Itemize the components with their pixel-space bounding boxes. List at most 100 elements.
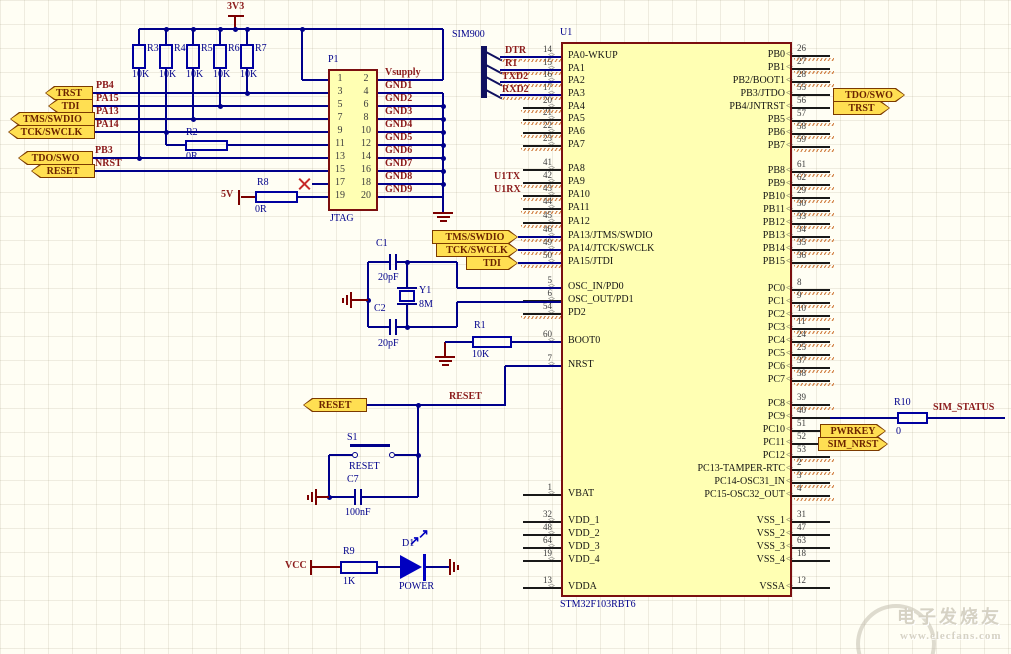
wire: [219, 69, 221, 106]
wire: [523, 195, 561, 197]
wire: [298, 196, 328, 198]
pin-number: 34: [797, 224, 806, 234]
wire: [792, 171, 830, 173]
pin-name: PB4/JNTRST: [729, 101, 785, 112]
pin-number: 11: [797, 316, 806, 326]
pin-name: PC8: [767, 398, 785, 409]
pin-number: 42: [543, 170, 552, 180]
pin-number: 58: [797, 121, 806, 131]
junction-dot: [217, 26, 223, 32]
wire: [792, 521, 830, 523]
pin-name: BOOT0: [568, 335, 601, 346]
wire: [352, 299, 368, 301]
net-label: DTR: [505, 45, 527, 56]
erc-squiggle-mark: [521, 84, 561, 87]
resistor-value: 10K: [186, 69, 204, 80]
pin-name: PB15: [762, 256, 785, 267]
wire: [166, 144, 185, 146]
port-tdi-mcu-label: TDI: [467, 257, 517, 269]
pin-number: 27: [797, 56, 806, 66]
erc-squiggle-mark: [794, 123, 834, 126]
pin-direction-icon: <>: [548, 102, 555, 110]
pin-name: PC3: [767, 322, 785, 333]
erc-squiggle-mark: [794, 331, 834, 334]
erc-squiggle-mark: [521, 252, 561, 255]
wire: [138, 29, 140, 44]
junction-dot: [163, 129, 169, 135]
wire: [378, 183, 443, 185]
jtag-pin-number: 3: [337, 86, 343, 97]
ground-symbol: [311, 492, 313, 502]
wire: [165, 29, 167, 44]
pin-name: PC5: [767, 348, 785, 359]
erc-squiggle-mark: [794, 71, 834, 74]
wire: [792, 133, 830, 135]
led-name: POWER: [399, 581, 434, 592]
pin-direction-icon: <>: [548, 336, 555, 344]
net-label: GND9: [385, 184, 413, 195]
led-light-arrow-icon: ↗: [418, 526, 429, 541]
wire: [361, 496, 418, 498]
wire: [512, 341, 561, 343]
wire: [192, 29, 194, 44]
pin-direction-icon: <>: [786, 412, 793, 420]
pin-direction-icon: <>: [786, 464, 793, 472]
pin-name: PC13-TAMPER-RTC: [697, 463, 786, 474]
port-reset: RESET: [31, 164, 95, 178]
wire: [95, 131, 328, 133]
pin-number: 40: [797, 405, 806, 415]
erc-squiggle-mark: [794, 226, 834, 229]
pin-name: OSC_IN/PD0: [568, 281, 624, 292]
wire: [792, 184, 830, 186]
resistor-r1: [472, 336, 512, 348]
pin-name: PA8: [568, 163, 585, 174]
wire: [523, 132, 561, 134]
port-tck-swclk-mcu: TCK/SWCLK: [436, 243, 518, 257]
erc-squiggle-mark: [794, 459, 834, 462]
jtag-pin-number: 19: [335, 190, 345, 201]
erc-squiggle-mark: [500, 97, 522, 100]
junction-dot: [190, 116, 196, 122]
pin-direction-icon: <>: [548, 127, 555, 135]
switch-s1-terminal: [352, 452, 358, 458]
erc-squiggle-mark: [794, 58, 834, 61]
wire: [792, 417, 830, 419]
wire: [792, 236, 830, 238]
wire: [378, 170, 443, 172]
resistor-ref: R10: [894, 397, 911, 408]
resistor-r3: [132, 44, 146, 69]
resistor-ref: R8: [257, 177, 269, 188]
net-label: PB3: [95, 145, 113, 156]
pin-name: PB7: [767, 140, 785, 151]
wire: [389, 319, 391, 335]
ground-symbol: [439, 220, 447, 222]
pin-direction-icon: <>: [548, 555, 555, 563]
pin-name: PA3: [568, 88, 585, 99]
pin-name: PA15/JTDI: [568, 256, 614, 267]
pin-direction-icon: <>: [786, 284, 793, 292]
pin-direction-icon: <>: [786, 349, 793, 357]
pin-number: 38: [797, 368, 806, 378]
pin-direction-icon: <>: [548, 282, 555, 290]
port-tms-swdio-mcu-label: TMS/SWDIO: [433, 231, 517, 243]
port-reset-label: RESET: [32, 165, 94, 177]
wire: [504, 366, 506, 406]
pin-direction-icon: <>: [786, 375, 793, 383]
pin-direction-icon: <>: [786, 336, 793, 344]
switch-s1-terminal: [389, 452, 395, 458]
wire: [234, 17, 236, 29]
wire: [93, 92, 328, 94]
pin-direction-icon: <>: [786, 438, 793, 446]
wire: [442, 93, 444, 212]
erc-squiggle-mark: [794, 318, 834, 321]
pin-direction-icon: <>: [548, 529, 555, 537]
port-sim-nrst-label: SIM_NRST: [819, 438, 887, 450]
junction-dot: [440, 116, 446, 122]
wire: [830, 417, 897, 419]
wire: [792, 430, 820, 432]
port-tck-swclk: TCK/SWCLK: [8, 125, 95, 139]
wire: [792, 482, 830, 484]
net-label: GND7: [385, 158, 413, 169]
erc-squiggle-mark: [794, 472, 834, 475]
pin-number: 18: [797, 548, 806, 558]
